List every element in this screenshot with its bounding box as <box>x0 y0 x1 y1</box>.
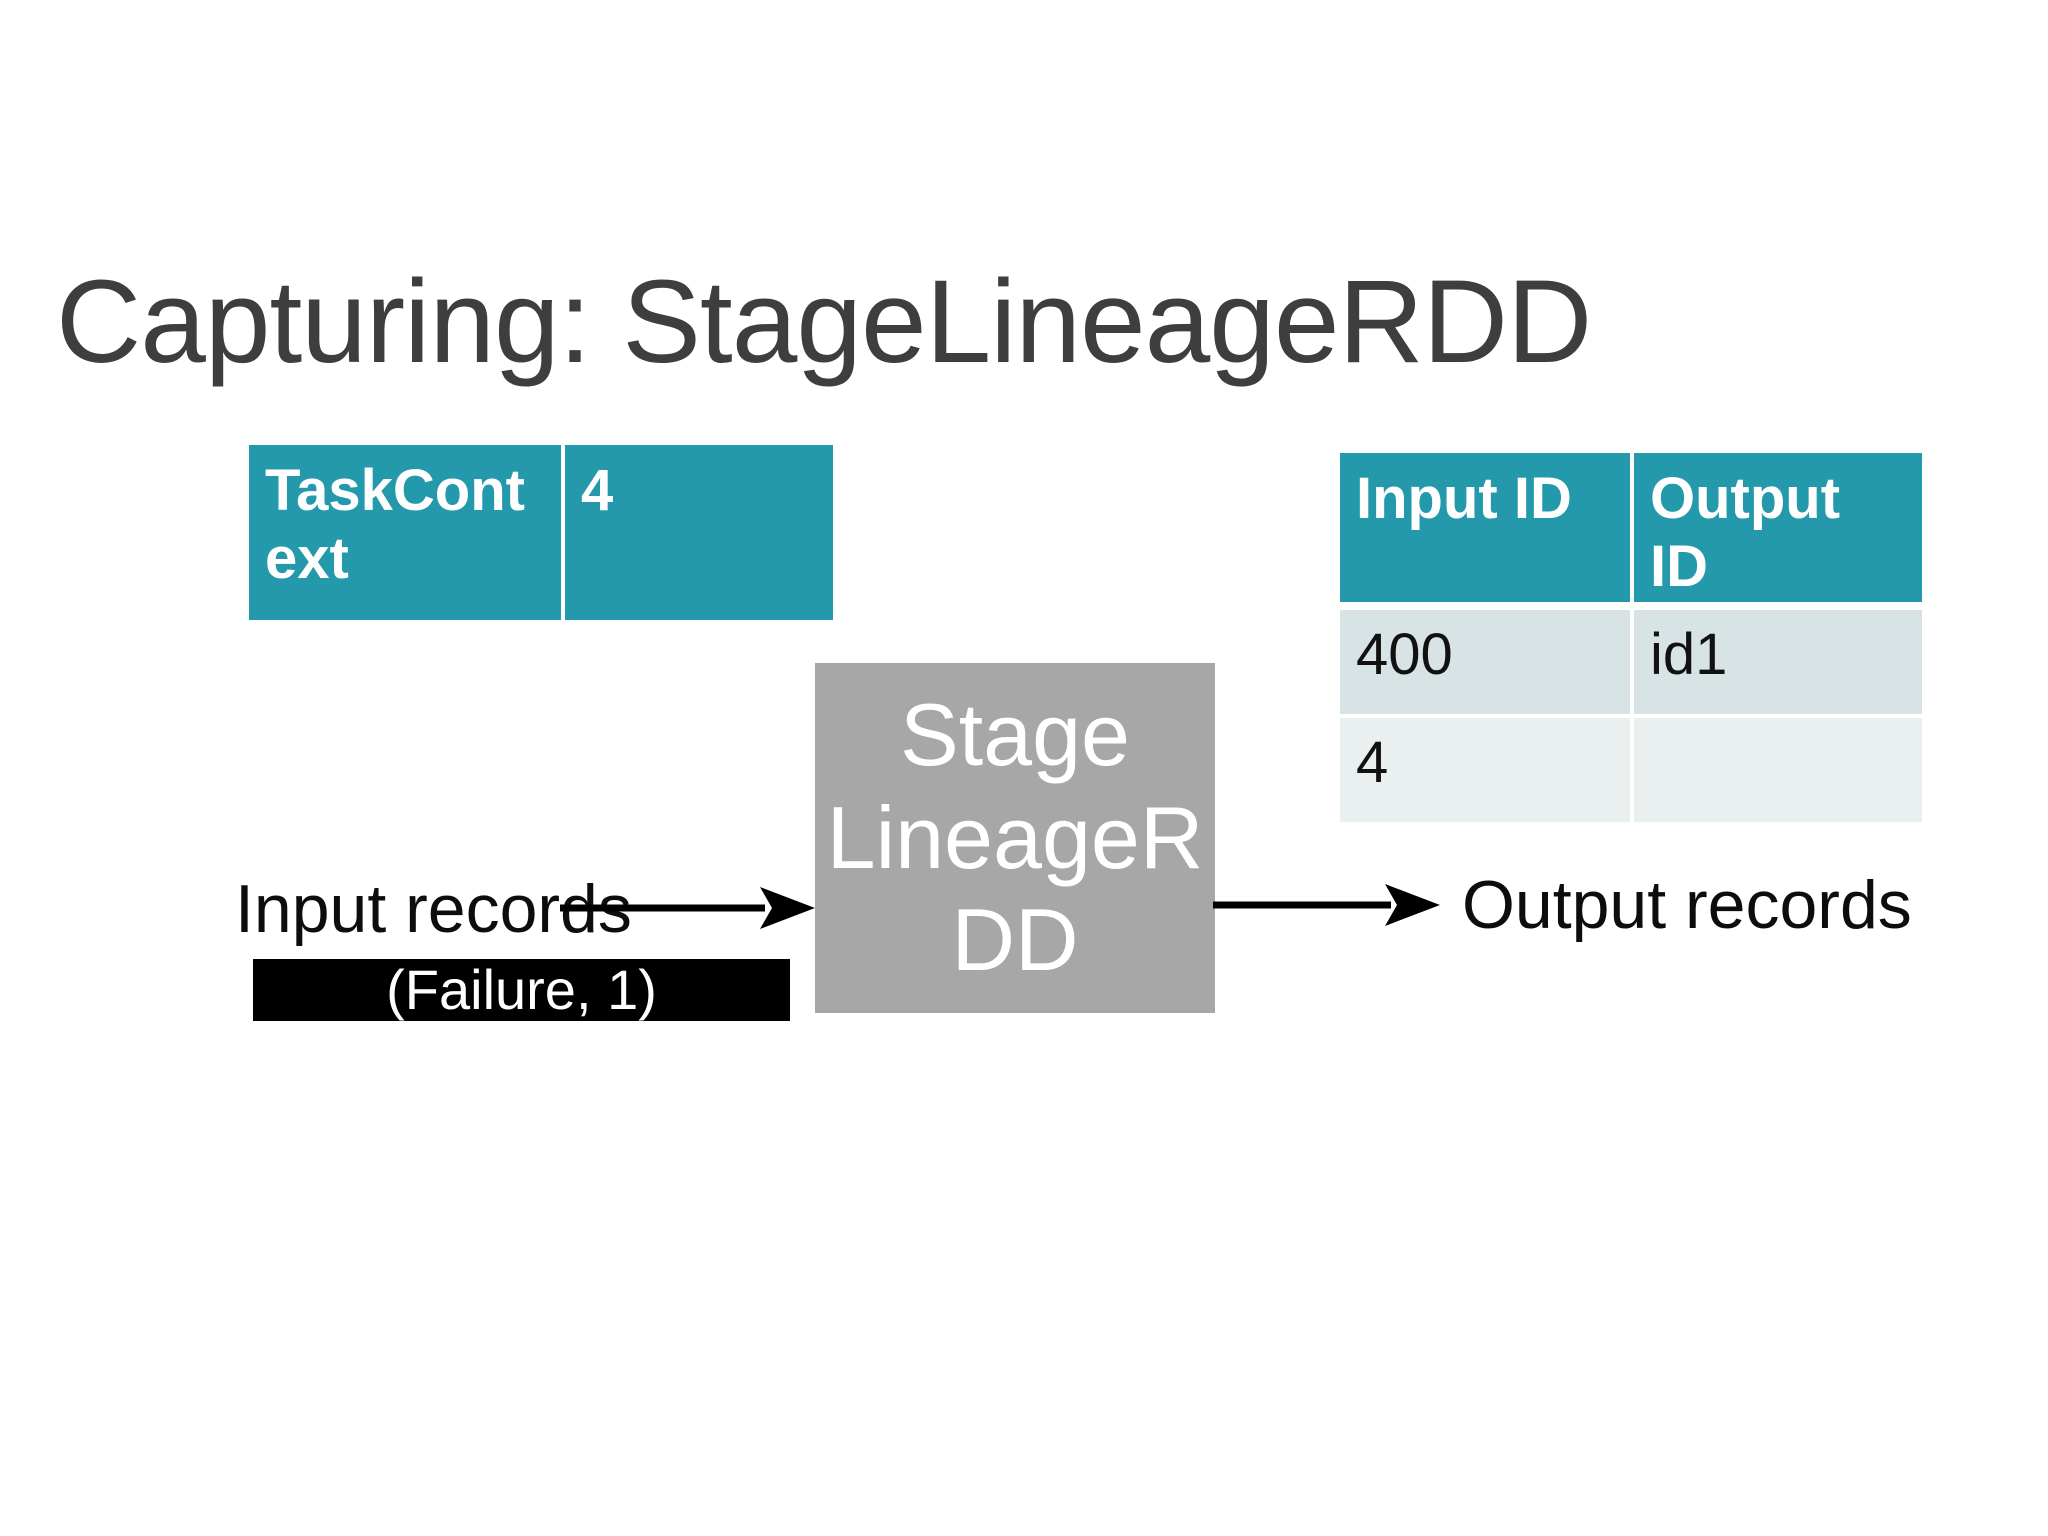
table-header-row: Input ID Output ID <box>1340 453 1922 602</box>
stage-lineage-rdd-box: Stage LineageR DD <box>815 663 1215 1013</box>
cell-input-id-row2: 4 <box>1340 717 1630 822</box>
output-records-label: Output records <box>1462 867 1912 943</box>
lineage-table: Input ID Output ID 400 id1 4 <box>1340 453 1922 822</box>
table-row: TaskCont ext 4 <box>249 445 833 620</box>
table-row: 4 <box>1340 717 1922 822</box>
column-header-input-id: Input ID <box>1340 453 1630 602</box>
output-arrow-icon <box>1213 884 1440 926</box>
table-row: 400 id1 <box>1340 609 1922 714</box>
cell-output-id-row1: id1 <box>1634 609 1922 714</box>
cell-input-id-row1: 400 <box>1340 609 1630 714</box>
input-arrow-icon <box>560 887 815 929</box>
taskcontext-key-cell: TaskCont ext <box>249 445 561 620</box>
column-header-output-id: Output ID <box>1634 453 1922 602</box>
cell-output-id-row2 <box>1634 717 1922 822</box>
page-title: Capturing: StageLineageRDD <box>56 256 1592 388</box>
failure-badge: (Failure, 1) <box>253 959 790 1021</box>
taskcontext-table: TaskCont ext 4 <box>249 445 833 620</box>
taskcontext-value-cell: 4 <box>565 445 833 620</box>
